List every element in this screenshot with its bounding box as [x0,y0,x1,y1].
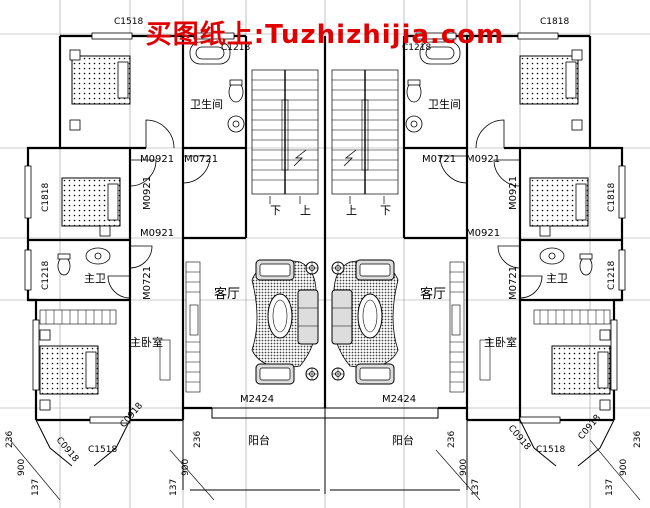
door-label-m0721-vl: M0721 [142,266,153,300]
room-bathroom-right: 卫生间 [428,97,461,111]
room-bathroom-left: 卫生间 [190,97,223,111]
bed-mr [529,177,589,227]
door-label-m2424-r: M2424 [382,394,416,405]
bed-ml [61,177,121,227]
stair-down-right: 下 [380,204,391,217]
door-label-m0921-l: M0921 [140,154,174,165]
beds [39,49,611,411]
bed-bl [39,345,99,395]
fixtures [57,41,593,276]
door-label-m0921-r2: M0921 [466,228,500,239]
walls [26,34,624,422]
dim-900-l: 900 [17,459,27,476]
dimension-lines [9,439,641,501]
dim-137-mr: 137 [471,479,481,496]
window-label-c1518-bl: C1518 [88,445,117,455]
window-label-c0918-2: C0918 [119,401,146,430]
bed-tl [71,55,131,105]
bed-tr [519,55,579,105]
dim-137-r: 137 [605,479,615,496]
room-master-bedroom-left: 主卧室 [130,335,163,349]
dim-137-l: 137 [31,479,41,496]
door-label-m0921-vr: M0921 [508,176,519,210]
living-room-furniture [251,259,399,385]
bed-br [551,345,611,395]
window-label-c0918-3: C0918 [506,424,533,453]
room-master-bedroom-right: 主卧室 [484,335,517,349]
stairs [251,69,399,204]
room-living-left: 客厅 [214,286,240,302]
dim-137-ml: 137 [169,479,179,496]
doors [107,119,543,299]
window-label-c1818-top: C1818 [540,17,569,27]
wardrobes [39,261,611,393]
window-label-c1218-top-l: C1218 [221,43,250,53]
dim-900-r: 900 [619,459,629,476]
dim-236-mr: 236 [447,431,457,448]
room-balcony-right: 阳台 [392,433,414,447]
balcony [35,407,615,494]
window-label-c0918-1: C0918 [54,436,81,465]
stair-down-left: 下 [270,204,281,217]
door-label-m0721-vr: M0721 [508,266,519,300]
dim-900-ml: 900 [181,459,191,476]
door-label-m2424-l: M2424 [240,394,274,405]
dim-236-l: 236 [5,431,15,448]
window-label-c1218-l: C1218 [41,261,51,290]
room-living-right: 客厅 [420,286,446,302]
windows [24,32,626,424]
room-master-bath-right: 主卫 [546,272,568,285]
dim-236-ml: 236 [193,431,203,448]
dim-236-r: 236 [633,431,643,448]
window-label-c1518-br: C1518 [536,445,565,455]
door-label-m0921-vl: M0921 [142,176,153,210]
door-label-m0721-l: M0721 [184,154,218,165]
window-label-c1818-l: C1818 [41,183,51,212]
dim-900-mr: 900 [459,459,469,476]
window-label-c1518: C1518 [114,17,143,27]
room-master-bath-left: 主卫 [84,272,106,285]
door-label-m0721-r: M0721 [422,154,456,165]
stair-up-right: 上 [346,204,357,217]
watermark: 买图纸上:Tuzhizhijia.com [145,20,505,50]
window-label-c1218-r: C1218 [607,261,617,290]
window-label-c1218-top-r: C1218 [402,43,431,53]
door-label-m0921-l2: M0921 [140,228,174,239]
room-balcony-left: 阳台 [248,433,270,447]
door-label-m0921-r: M0921 [466,154,500,165]
stair-up-left: 上 [300,204,311,217]
window-label-c1818-r: C1818 [607,183,617,212]
